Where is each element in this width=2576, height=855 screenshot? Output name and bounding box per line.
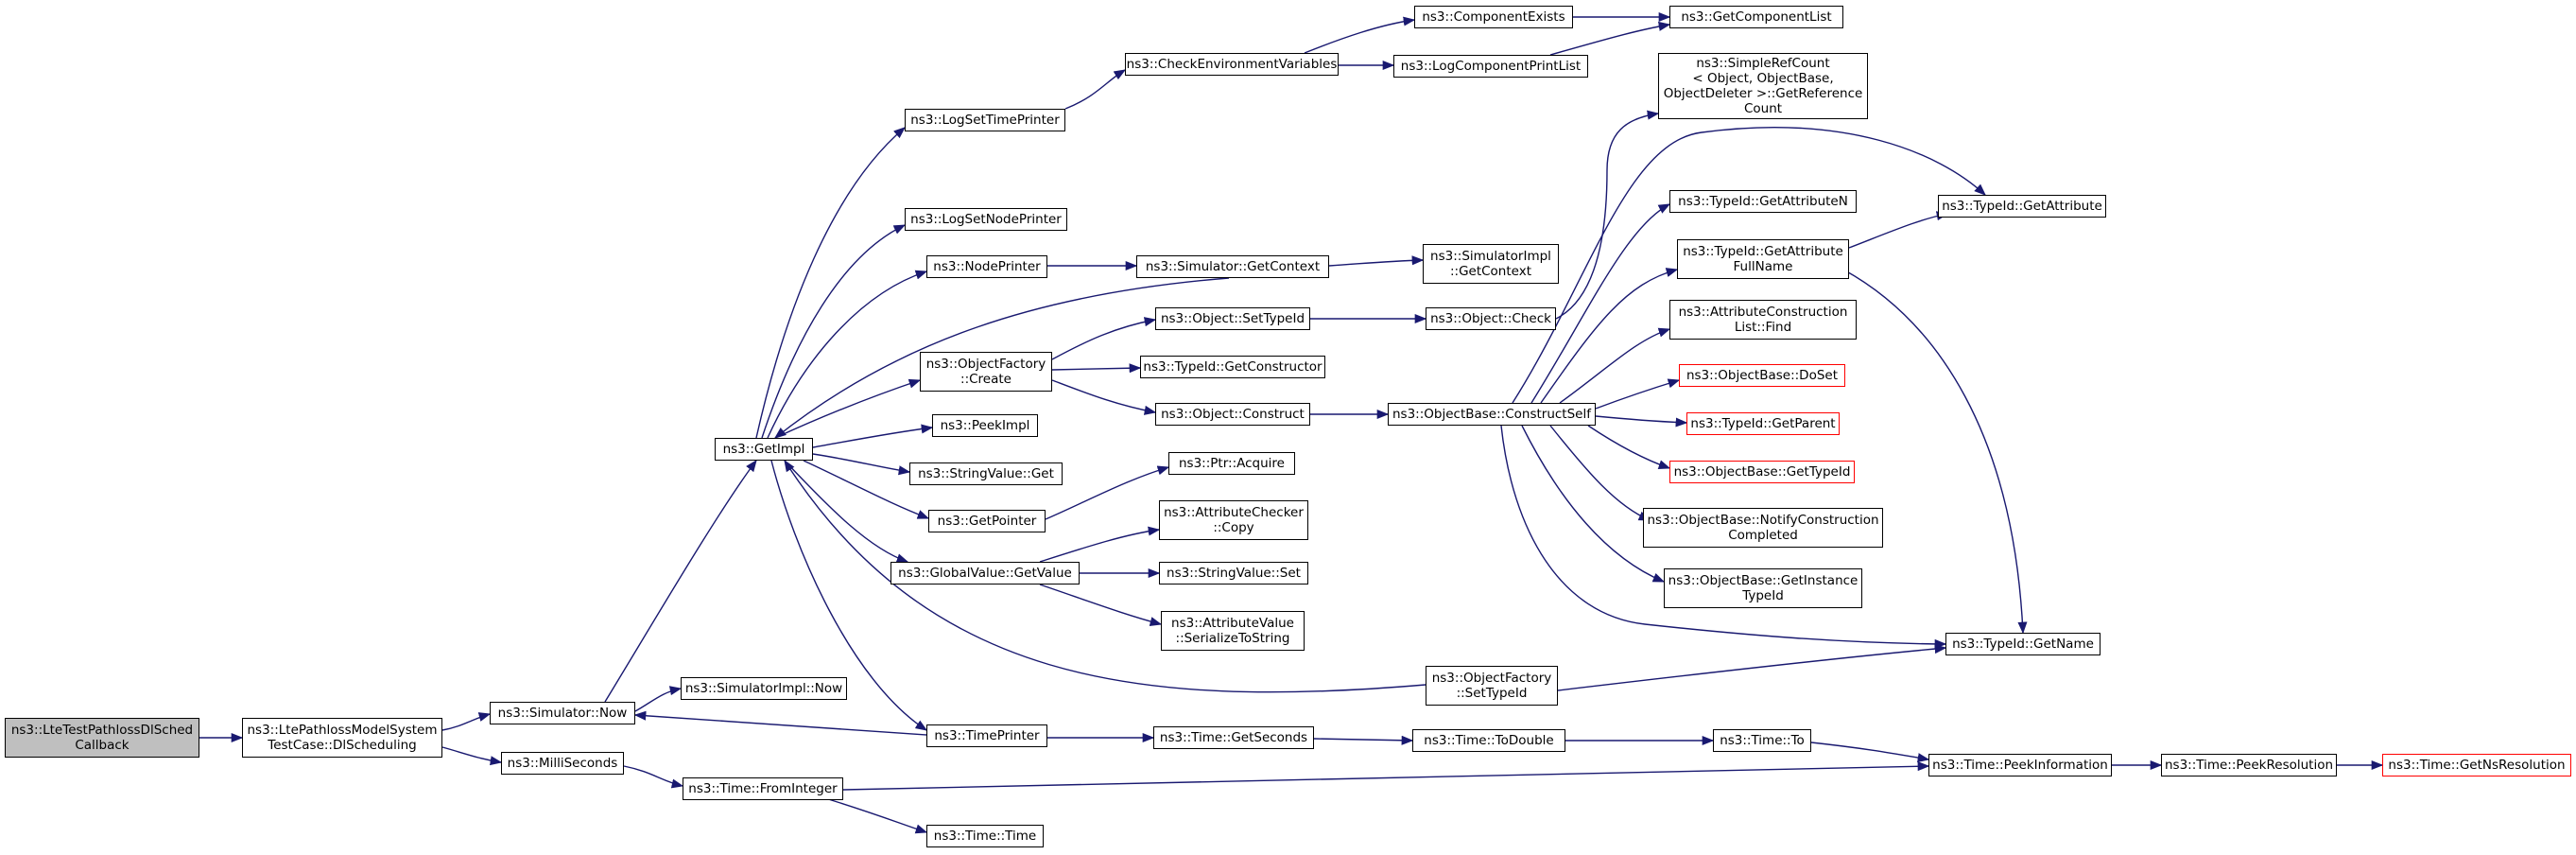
node-time-peekinformation[interactable]: ns3::Time::PeekInformation [1928, 754, 2112, 776]
edge-simnow-to-simimplnow [634, 686, 683, 712]
edge-constructself-to-notify [1549, 425, 1651, 521]
node-logsetnodeprinter[interactable]: ns3::LogSetNodePrinter [905, 208, 1067, 231]
edge-getpointer-to-ptracquire [1045, 465, 1170, 520]
edge-getattrfull-to-getattr [1848, 211, 1949, 249]
node-lte-test-pathloss-dl-sched-callback[interactable]: ns3::LteTestPathlossDlSched Callback [5, 718, 199, 758]
edge-timeto-to-peekinfo [1810, 742, 1930, 763]
edge-dlsched-to-simnow [441, 712, 492, 731]
node-stringvalue-set[interactable]: ns3::StringValue::Set [1159, 562, 1308, 585]
edge-ofcreate-to-tidgetctor [1051, 363, 1142, 374]
node-simulatorimpl-getcontext[interactable]: ns3::SimulatorImpl ::GetContext [1423, 244, 1559, 284]
edge-simgetctx-to-simimplctx [1328, 255, 1425, 267]
edge-getattrfull-to-getname [1842, 269, 2028, 635]
node-objectbase-notifyconstructioncompleted[interactable]: ns3::ObjectBase::NotifyConstruction Comp… [1643, 508, 1883, 548]
node-getimpl[interactable]: ns3::GetImpl [715, 438, 813, 461]
node-attributechecker-copy[interactable]: ns3::AttributeChecker ::Copy [1159, 500, 1308, 540]
edge-constructself-to-obgettid [1587, 425, 1671, 470]
node-typeid-getconstructor[interactable]: ns3::TypeId::GetConstructor [1140, 356, 1325, 378]
node-object-construct[interactable]: ns3::Object::Construct [1155, 403, 1310, 426]
node-milliseconds[interactable]: ns3::MilliSeconds [501, 752, 624, 775]
edge-milli-to-fromint [623, 765, 684, 789]
node-checkenvironmentvariables[interactable]: ns3::CheckEnvironmentVariables [1125, 53, 1339, 76]
edge-timegetsec-to-todouble [1313, 735, 1414, 745]
node-time-frominteger[interactable]: ns3::Time::FromInteger [683, 777, 843, 800]
edge-constructself-to-getinst [1521, 425, 1666, 583]
node-objectbase-gettypeid[interactable]: ns3::ObjectBase::GetTypeId [1669, 461, 1855, 483]
node-time-getnsresolution[interactable]: ns3::Time::GetNsResolution [2382, 754, 2571, 776]
edge-getimpl-to-gvget [784, 460, 909, 564]
edge-gvget-to-attrser [1039, 584, 1163, 626]
node-object-check[interactable]: ns3::Object::Check [1426, 307, 1556, 330]
node-nodeprinter[interactable]: ns3::NodePrinter [926, 255, 1047, 278]
edge-getimpl-to-timeprinter [770, 460, 928, 731]
edge-constructself-to-getattrfull [1540, 268, 1679, 404]
edge-gvget-to-attrcopy [1039, 526, 1161, 563]
node-attributevalue-serializetostring[interactable]: ns3::AttributeValue ::SerializeToString [1161, 611, 1305, 651]
edge-constructself-to-getattrn [1530, 203, 1671, 404]
node-simulator-getcontext[interactable]: ns3::Simulator::GetContext [1136, 255, 1329, 278]
node-object-settypeid[interactable]: ns3::Object::SetTypeId [1155, 307, 1310, 330]
edge-constructself-to-doset [1595, 378, 1681, 410]
node-simulator-now[interactable]: ns3::Simulator::Now [490, 702, 635, 724]
edge-getimpl-to-lognode [761, 224, 907, 439]
edge-getimpl-to-nodeprinter [767, 270, 928, 439]
edge-simgetctx-to-getimpl [774, 277, 1230, 439]
edge-constructself-to-acfind [1559, 327, 1671, 404]
edge-constructself-to-getname [1500, 425, 1947, 649]
node-time-getseconds[interactable]: ns3::Time::GetSeconds [1153, 726, 1314, 749]
node-logsettimeprinter[interactable]: ns3::LogSetTimePrinter [905, 109, 1065, 131]
edge-objcheck-to-refcount [1555, 110, 1660, 320]
edge-constructself-to-getparent [1595, 415, 1688, 428]
edge-timeprinter-to-simnow [633, 710, 927, 736]
edge-checkenv-to-compexists [1304, 16, 1416, 54]
node-globalvalue-getvalue[interactable]: ns3::GlobalValue::GetValue [890, 562, 1080, 585]
edge-fromint-to-timetime [812, 794, 928, 834]
node-simulatorimpl-now[interactable]: ns3::SimulatorImpl::Now [681, 677, 847, 700]
edge-logtime-to-checkenv [1064, 69, 1127, 110]
edge-logcompprint-to-getcomplist [1549, 21, 1671, 56]
edge-constructself-to-getattr [1512, 127, 1986, 404]
node-stringvalue-get[interactable]: ns3::StringValue::Get [909, 462, 1063, 485]
node-time-peekresolution[interactable]: ns3::Time::PeekResolution [2161, 754, 2337, 776]
edge-getimpl-to-peekimpl [812, 424, 934, 448]
node-typeid-getparent[interactable]: ns3::TypeId::GetParent [1686, 412, 1840, 435]
node-objectbase-getinstancetypeid[interactable]: ns3::ObjectBase::GetInstance TypeId [1664, 568, 1862, 608]
edge-ofsettid-to-getimpl [784, 459, 1426, 693]
node-getcomponentlist[interactable]: ns3::GetComponentList [1669, 6, 1843, 28]
edge-getimpl-to-ofcreate [774, 378, 922, 439]
edge-simnow-to-getimpl [604, 459, 757, 703]
edge-fromint-to-peekinfo [842, 761, 1930, 791]
node-attributeconstructionlist-find[interactable]: ns3::AttributeConstruction List::Find [1669, 300, 1857, 340]
node-lte-pathloss-dl-scheduling[interactable]: ns3::LtePathlossModelSystem TestCase::Dl… [242, 718, 442, 758]
node-objectbase-doset[interactable]: ns3::ObjectBase::DoSet [1679, 364, 1845, 387]
node-logcomponentprintlist[interactable]: ns3::LogComponentPrintList [1393, 55, 1588, 78]
node-typeid-getattributen[interactable]: ns3::TypeId::GetAttributeN [1669, 190, 1857, 213]
node-timeprinter[interactable]: ns3::TimePrinter [926, 724, 1047, 747]
node-time-todouble[interactable]: ns3::Time::ToDouble [1412, 729, 1565, 752]
edge-getimpl-to-getpointer [803, 460, 930, 519]
edge-getimpl-to-logtime [755, 127, 906, 439]
node-objectfactory-create[interactable]: ns3::ObjectFactory ::Create [920, 352, 1052, 392]
node-typeid-getattribute[interactable]: ns3::TypeId::GetAttribute [1938, 195, 2106, 218]
node-time-time[interactable]: ns3::Time::Time [926, 825, 1044, 847]
node-componentexists[interactable]: ns3::ComponentExists [1414, 6, 1573, 28]
node-objectbase-constructself[interactable]: ns3::ObjectBase::ConstructSelf [1388, 403, 1596, 426]
edge-ofsettid-to-getname [1557, 644, 1947, 691]
edge-ofcreate-to-objsettid [1051, 317, 1157, 360]
node-typeid-getattributefullname[interactable]: ns3::TypeId::GetAttribute FullName [1677, 239, 1849, 279]
edge-dlsched-to-milli [441, 746, 503, 766]
edge-getimpl-to-strget [812, 453, 911, 476]
node-objectfactory-settypeid[interactable]: ns3::ObjectFactory ::SetTypeId [1426, 666, 1558, 706]
node-simplerefcount-getreferencecount[interactable]: ns3::SimpleRefCount < Object, ObjectBase… [1658, 53, 1868, 119]
node-peekimpl[interactable]: ns3::PeekImpl [932, 414, 1038, 437]
edge-ofcreate-to-objconstruct [1051, 379, 1157, 415]
node-time-to[interactable]: ns3::Time::To [1713, 729, 1811, 752]
node-getpointer[interactable]: ns3::GetPointer [928, 510, 1046, 532]
node-typeid-getname[interactable]: ns3::TypeId::GetName [1945, 633, 2101, 655]
node-ptr-acquire[interactable]: ns3::Ptr::Acquire [1168, 452, 1295, 475]
